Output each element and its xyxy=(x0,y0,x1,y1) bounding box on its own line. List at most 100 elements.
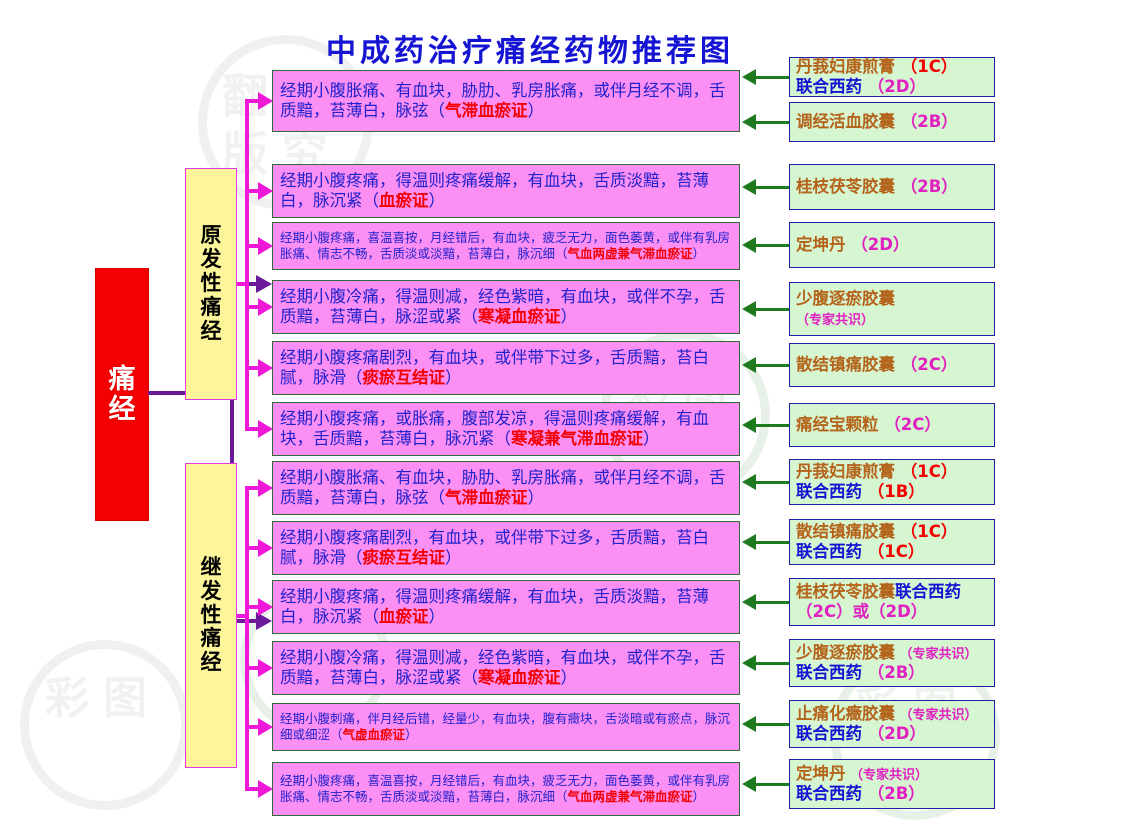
drug-to-symptom-arrow xyxy=(742,69,756,85)
symptom-text: 经期小腹疼痛剧烈，有血块，或伴带下过多，舌质黯，苔白腻，脉滑（痰瘀互结证） xyxy=(280,528,734,569)
symptom-text: 经期小腹疼痛剧烈，有血块，或伴带下过多，舌质黯，苔白腻，脉滑（痰瘀互结证） xyxy=(280,348,734,389)
category-to-symptom-connector xyxy=(245,305,261,309)
drug-box[interactable]: 定坤丹 （专家共识）联合西药 （2B） xyxy=(789,759,995,809)
root-node-dysmenorrhea[interactable]: 痛经 xyxy=(95,268,149,521)
drug-to-symptom-arrow xyxy=(742,474,756,490)
symptom-pattern-highlight: 气滞血瘀证 xyxy=(445,488,528,507)
root-node-label: 痛经 xyxy=(108,364,136,425)
drug-line-primary: 定坤丹 （专家共识） xyxy=(796,764,990,784)
symptom-box[interactable]: 经期小腹疼痛，喜温喜按，月经错后，有血块，疲乏无力，面色萎黄，或伴有乳房胀痛、情… xyxy=(272,762,740,816)
drug-to-symptom-arrow xyxy=(742,237,756,253)
symptom-text-main: 经期小腹疼痛，得温则疼痛缓解，有血块，舌质淡黯，苔薄白，脉沉紧（ xyxy=(280,170,709,210)
category-to-symptom-arrow xyxy=(258,598,273,616)
recommendation-grade: （2B） xyxy=(862,784,925,803)
drug-line-primary: 丹莪妇康煎膏 （1C） xyxy=(796,57,990,77)
symptom-text: 经期小腹胀痛、有血块，胁肋、乳房胀痛，或伴月经不调，舌质黯，苔薄白，脉弦（气滞血… xyxy=(280,468,734,509)
drug-line-secondary: 联合西药 （1B） xyxy=(796,482,990,502)
drug-line-secondary: 联合西药 （1C） xyxy=(796,542,990,562)
symptom-box[interactable]: 经期小腹疼痛，喜温喜按，月经错后，有血块，疲乏无力，面色萎黄，或伴有乳房胀痛、情… xyxy=(272,222,740,270)
drug-to-symptom-arrow xyxy=(742,534,756,550)
category-node-secondary-label: 继发性痛经 xyxy=(200,554,222,675)
drug-box[interactable]: 少腹逐瘀胶囊 （专家共识）联合西药 （2B） xyxy=(789,639,995,687)
drug-to-symptom-arrow xyxy=(742,776,756,792)
secondary-stem xyxy=(237,613,249,618)
symptom-box[interactable]: 经期小腹疼痛剧烈，有血块，或伴带下过多，舌质黯，苔白腻，脉滑（痰瘀互结证） xyxy=(272,521,740,575)
category-node-secondary[interactable]: 继发性痛经 xyxy=(185,463,237,768)
symptom-box[interactable]: 经期小腹疼痛剧烈，有血块，或伴带下过多，舌质黯，苔白腻，脉滑（痰瘀互结证） xyxy=(272,341,740,395)
drug-to-symptom-connector xyxy=(756,600,789,604)
drug-box[interactable]: 散结镇痛胶囊 （1C）联合西药 （1C） xyxy=(789,519,995,565)
symptom-text-main: 经期小腹胀痛、有血块，胁肋、乳房胀痛，或伴月经不调，舌质黯，苔薄白，脉弦（ xyxy=(280,80,726,120)
drug-line-secondary: 联合西药 （2D） xyxy=(796,77,990,97)
category-to-symptom-connector xyxy=(245,787,261,791)
drug-name: 痛经宝颗粒 xyxy=(796,414,879,434)
drug-line-secondary: （2C）或（2D） xyxy=(796,602,990,622)
drug-box[interactable]: 痛经宝颗粒 （2C） xyxy=(789,403,995,447)
drug-box[interactable]: 丹莪妇康煎膏 （1C）联合西药 （1B） xyxy=(789,459,995,505)
combined-western-medicine: 联合西药 xyxy=(796,724,862,743)
category-node-primary[interactable]: 原发性痛经 xyxy=(185,168,237,400)
symptom-box[interactable]: 经期小腹胀痛、有血块，胁肋、乳房胀痛，或伴月经不调，舌质黯，苔薄白，脉弦（气滞血… xyxy=(272,70,740,132)
symptom-text: 经期小腹刺痛，伴月经后错，经量少，有血块，腹有癥块，舌淡暗或有瘀点，脉沉细或细涩… xyxy=(280,711,734,744)
recommendation-grade: （1C） xyxy=(895,461,958,481)
drug-to-symptom-connector xyxy=(756,75,789,79)
symptom-text-tail: ） xyxy=(405,727,418,742)
drug-box[interactable]: 桂枝茯苓胶囊联合西药 （2C）或（2D） xyxy=(789,578,995,626)
drug-box[interactable]: 桂枝茯苓胶囊 （2B） xyxy=(789,164,995,210)
symptom-pattern-highlight: 寒凝血瘀证 xyxy=(478,307,561,326)
symptom-box[interactable]: 经期小腹疼痛，得温则疼痛缓解，有血块，舌质淡黯，苔薄白，脉沉紧（血瘀证） xyxy=(272,164,740,218)
drug-name: 止痛化癥胶囊 xyxy=(796,703,895,723)
combined-western-medicine: 联合西药 xyxy=(796,482,862,501)
primary-stem xyxy=(237,282,249,286)
drug-name: 桂枝茯苓胶囊 xyxy=(796,581,895,601)
drug-to-symptom-connector xyxy=(756,363,789,367)
symptom-box[interactable]: 经期小腹疼痛，得温则疼痛缓解，有血块，舌质淡黯，苔薄白，脉沉紧（血瘀证） xyxy=(272,580,740,634)
category-to-symptom-arrow xyxy=(258,92,273,110)
combined-western-medicine: 联合西药 xyxy=(796,784,862,803)
symptom-box[interactable]: 经期小腹疼痛，或胀痛，腹部发凉，得温则疼痛缓解，有血块，舌质黯，苔薄白，脉沉紧（… xyxy=(272,402,740,456)
drug-to-symptom-arrow xyxy=(742,114,756,130)
drug-box[interactable]: 少腹逐瘀胶囊 （专家共识） xyxy=(789,282,995,336)
drug-line-primary: 少腹逐瘀胶囊 xyxy=(796,289,990,309)
recommendation-grade: （专家共识） xyxy=(845,767,929,783)
drug-to-symptom-connector xyxy=(756,185,789,189)
drug-box[interactable]: 止痛化癥胶囊 （专家共识）联合西药 （2D） xyxy=(789,700,995,748)
root-connector-vertical xyxy=(230,284,234,623)
category-node-primary-label: 原发性痛经 xyxy=(200,223,222,343)
combined-western-medicine: 联合西药 xyxy=(796,77,862,96)
symptom-text: 经期小腹疼痛，得温则疼痛缓解，有血块，舌质淡黯，苔薄白，脉沉紧（血瘀证） xyxy=(280,171,734,212)
symptom-box[interactable]: 经期小腹胀痛、有血块，胁肋、乳房胀痛，或伴月经不调，舌质黯，苔薄白，脉弦（气滞血… xyxy=(272,461,740,515)
category-to-symptom-arrow xyxy=(258,182,273,200)
symptom-box[interactable]: 经期小腹冷痛，得温则减，经色紫暗，有血块，或伴不孕，舌质黯，苔薄白，脉涩或紧（寒… xyxy=(272,641,740,695)
symptom-text: 经期小腹疼痛，得温则疼痛缓解，有血块，舌质淡黯，苔薄白，脉沉紧（血瘀证） xyxy=(280,587,734,628)
drug-box[interactable]: 散结镇痛胶囊 （2C） xyxy=(789,343,995,387)
symptom-text-main: 经期小腹疼痛，喜温喜按，月经错后，有血块，疲乏无力，面色萎黄，或伴有乳房胀痛、情… xyxy=(280,229,731,261)
symptom-text-tail: ） xyxy=(560,307,578,326)
drug-line-primary: 丹莪妇康煎膏 （1C） xyxy=(796,462,990,482)
category-to-symptom-arrow xyxy=(258,718,273,736)
drug-line-primary: 桂枝茯苓胶囊联合西药 xyxy=(796,582,990,602)
category-to-symptom-connector xyxy=(245,725,261,729)
symptom-text-tail: ） xyxy=(445,368,462,387)
symptom-text-tail: ） xyxy=(527,101,545,120)
symptom-text-main: 经期小腹疼痛，得温则疼痛缓解，有血块，舌质淡黯，苔薄白，脉沉紧（ xyxy=(280,586,709,626)
symptom-box[interactable]: 经期小腹刺痛，伴月经后错，经量少，有血块，腹有癥块，舌淡暗或有瘀点，脉沉细或细涩… xyxy=(272,703,740,751)
root-branch-primary-arrow xyxy=(256,275,272,293)
symptom-box[interactable]: 经期小腹冷痛，得温则减，经色紫暗，有血块，或伴不孕，舌质黯，苔薄白，脉涩或紧（寒… xyxy=(272,280,740,334)
symptom-text: 经期小腹疼痛，喜温喜按，月经错后，有血块，疲乏无力，面色萎黄，或伴有乳房胀痛、情… xyxy=(280,773,734,806)
drug-box[interactable]: 丹莪妇康煎膏 （1C）联合西药 （2D） xyxy=(789,57,995,97)
drug-to-symptom-arrow xyxy=(742,655,756,671)
drug-line-primary: 少腹逐瘀胶囊 （专家共识） xyxy=(796,643,990,663)
symptom-text-tail: ） xyxy=(692,246,706,261)
category-to-symptom-connector xyxy=(245,666,261,670)
drug-to-symptom-connector xyxy=(756,661,789,665)
drug-box[interactable]: 定坤丹 （2D） xyxy=(789,222,995,268)
recommendation-grade: （2D） xyxy=(845,234,910,254)
symptom-pattern-highlight: 气血两虚兼气滞血瘀证 xyxy=(567,246,693,261)
drug-box[interactable]: 调经活血胶囊 （2B） xyxy=(789,102,995,142)
category-to-symptom-connector xyxy=(245,546,261,550)
drug-line-secondary: （专家共识） xyxy=(796,309,990,329)
drug-to-symptom-connector xyxy=(756,782,789,786)
recommendation-grade: （2B） xyxy=(895,176,958,196)
drug-name: 散结镇痛胶囊 xyxy=(796,354,895,374)
